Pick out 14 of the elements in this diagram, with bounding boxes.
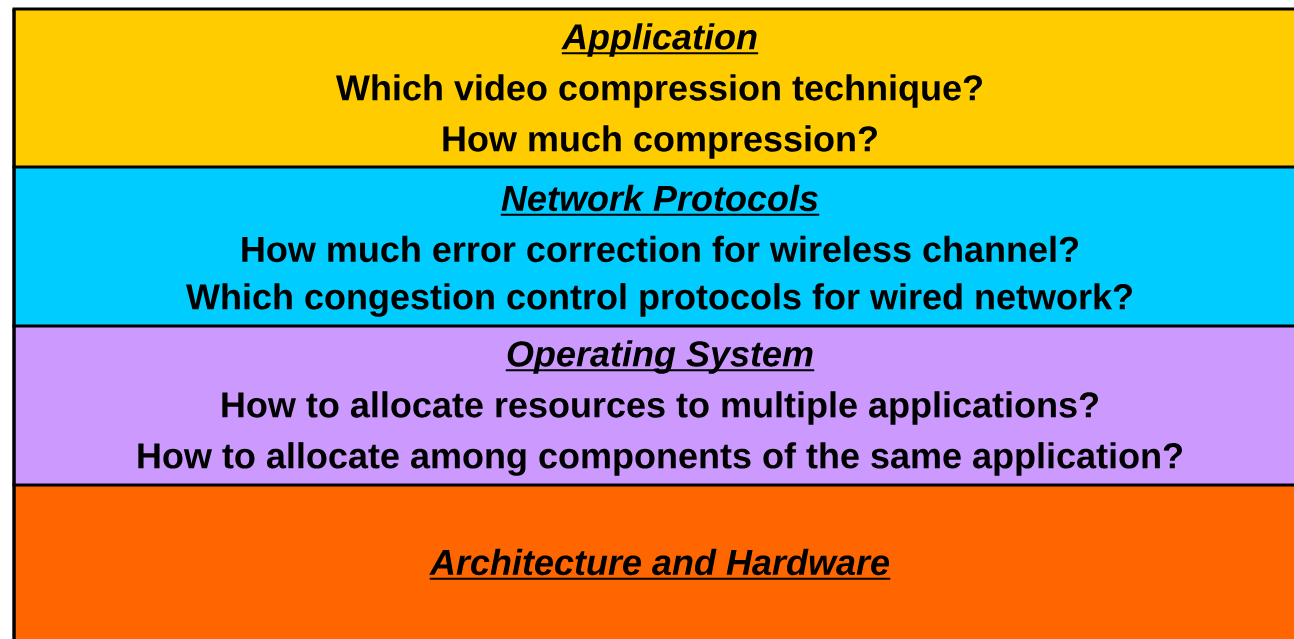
layer-question: How much compression? bbox=[443, 125, 877, 159]
layer-question: Which congestion control protocols for wired network? bbox=[186, 283, 1132, 317]
layer-band bbox=[12, 165, 1294, 326]
layer-question: How to allocate resources to multiple applications? bbox=[222, 391, 1098, 425]
layer-question: How to allocate among components of the same application? bbox=[138, 442, 1182, 476]
layer-question: Which video compression technique? bbox=[336, 74, 982, 108]
layer-heading: Operating System bbox=[504, 340, 816, 374]
layer-band bbox=[12, 324, 1294, 485]
layer-band bbox=[12, 483, 1294, 639]
layer-heading: Network Protocols bbox=[499, 184, 821, 216]
layer-band bbox=[12, 7, 1294, 167]
layer-heading: Application bbox=[560, 23, 760, 57]
layer-question: How much error correction for wireless channel? bbox=[242, 235, 1078, 263]
layer-heading: Architecture and Hardware bbox=[428, 548, 892, 580]
